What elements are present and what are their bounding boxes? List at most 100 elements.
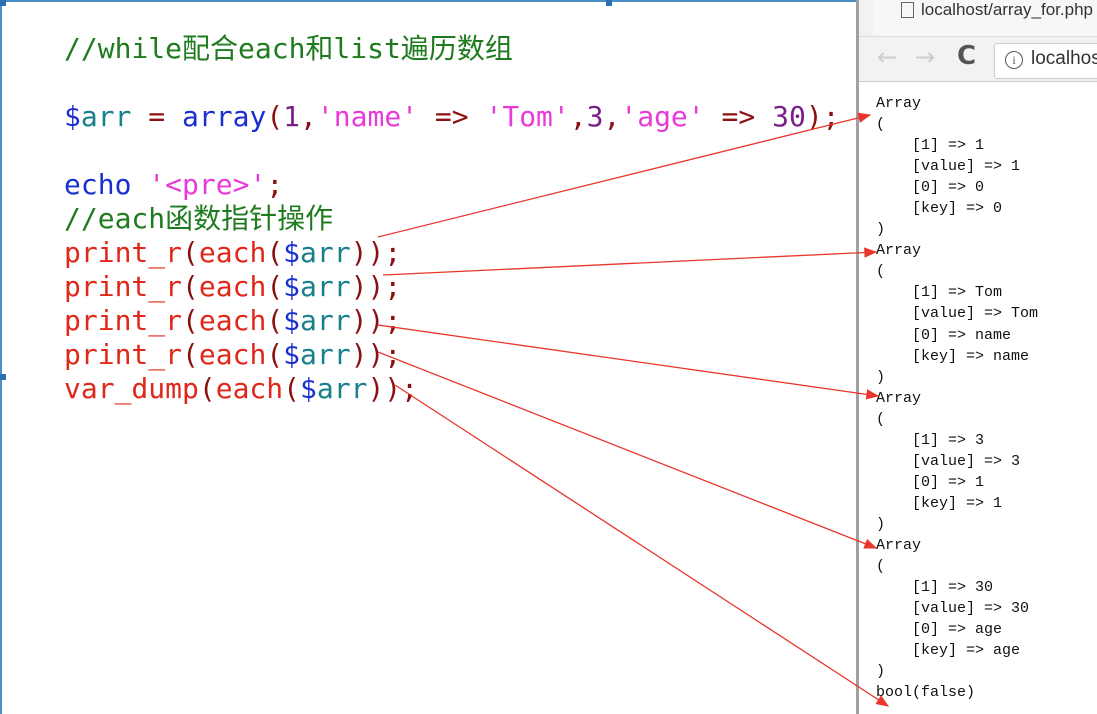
code-token: => (418, 100, 486, 133)
code-token: ( (182, 304, 199, 337)
code-token: 'age' (620, 100, 705, 133)
code-token: 30 (772, 100, 806, 133)
code-token: 'name' (316, 100, 419, 133)
code-token: each (198, 270, 267, 303)
code-line: print_r(each($arr)); (64, 304, 840, 338)
forward-icon[interactable]: → (915, 43, 936, 71)
code-line: print_r(each($arr)); (64, 236, 840, 270)
output-line: [key] => 0 (876, 200, 1003, 218)
code-token: //each函数指针操作 (64, 202, 334, 235)
code-block: //while配合each和list遍历数组$arr = array(1,'na… (64, 32, 840, 406)
output-line: [value] => 1 (876, 158, 1021, 176)
output-line: [0] => 1 (876, 473, 985, 491)
output-line: [0] => name (876, 326, 1012, 344)
code-token: , (300, 100, 317, 133)
browser-toolbar: ← → C i localhost (859, 37, 1097, 82)
code-token (131, 168, 148, 201)
code-token: each (215, 372, 284, 405)
code-token: print_r (64, 236, 183, 269)
output-line: [key] => age (876, 642, 1021, 660)
code-line: var_dump(each($arr)); (64, 372, 840, 406)
output-line: Array (876, 536, 922, 554)
code-token: array (182, 100, 267, 133)
code-token: print_r (64, 338, 183, 371)
code-token: ( (198, 372, 216, 405)
output-line: [key] => 1 (876, 494, 1003, 512)
page-output: Array( [1] => 1 [value] => 1 [0] => 0 [k… (876, 93, 1038, 703)
output-line: [0] => 0 (876, 179, 985, 197)
code-line: $arr = array(1,'name' => 'Tom',3,'age' =… (64, 100, 840, 134)
code-token: ( (266, 100, 284, 133)
output-line: ) (876, 663, 886, 681)
selection-handle[interactable] (0, 0, 6, 6)
code-token: each (198, 304, 267, 337)
output-line: ( (876, 263, 886, 281)
code-token: print_r (64, 304, 183, 337)
output-line: [1] => 30 (876, 579, 994, 597)
code-line (64, 134, 840, 168)
code-token: $ (283, 338, 301, 371)
code-token: ( (283, 372, 301, 405)
address-bar[interactable]: i localhost (994, 43, 1097, 79)
code-line (64, 66, 840, 100)
code-token: $ (283, 236, 301, 269)
code-token: $ (283, 270, 301, 303)
code-token: arr (300, 304, 351, 337)
code-line: //while配合each和list遍历数组 (64, 32, 840, 66)
output-line: Array (876, 242, 922, 260)
code-token: ( (266, 338, 284, 371)
output-line: ) (876, 368, 886, 386)
code-token: )); (350, 338, 402, 371)
code-token: )); (350, 236, 402, 269)
code-token: each (198, 236, 267, 269)
output-line: ( (876, 558, 886, 576)
code-token: arr (300, 338, 351, 371)
code-token: arr (300, 236, 351, 269)
code-line: //each函数指针操作 (64, 202, 840, 236)
reload-icon[interactable]: C (957, 41, 977, 71)
tab-bar: localhost/array_for.php (859, 0, 1097, 37)
code-token: ( (266, 304, 284, 337)
browser-window: localhost/array_for.php ← → C i localhos… (856, 0, 1097, 714)
code-token: $ (283, 304, 301, 337)
info-icon[interactable]: i (1005, 51, 1023, 69)
output-line: ) (876, 221, 886, 239)
code-token: ( (266, 236, 284, 269)
page-icon (901, 2, 914, 18)
code-line: echo '<pre>'; (64, 168, 840, 202)
selection-handle[interactable] (0, 374, 6, 380)
code-token: arr (316, 372, 368, 405)
code-token: 1 (283, 100, 301, 133)
code-token: = (131, 100, 183, 133)
code-token: ( (266, 270, 284, 303)
code-editor[interactable]: //while配合each和list遍历数组$arr = array(1,'na… (0, 0, 856, 714)
code-token: ( (182, 236, 199, 269)
code-token: $ (300, 372, 317, 405)
back-icon[interactable]: ← (877, 43, 898, 71)
output-line: [value] => 30 (876, 600, 1030, 618)
code-token: echo (64, 168, 132, 201)
code-token: var_dump (64, 372, 199, 405)
output-line: [value] => Tom (876, 305, 1039, 323)
code-token: ( (182, 270, 199, 303)
code-token: 'Tom' (485, 100, 570, 133)
tab-title: localhost/array_for.php (921, 0, 1093, 19)
url-text[interactable]: localhost (1031, 48, 1097, 69)
output-line: ( (876, 410, 886, 428)
code-token: )); (367, 372, 419, 405)
code-token: '<pre>' (148, 168, 267, 201)
output-line: Array (876, 389, 922, 407)
output-line: [value] => 3 (876, 452, 1021, 470)
code-token: , (569, 100, 587, 133)
output-line: ) (876, 515, 886, 533)
output-line: [1] => Tom (876, 284, 1003, 302)
code-token: arr (80, 100, 132, 133)
output-line: bool(false) (876, 684, 976, 702)
code-token: )); (350, 270, 402, 303)
browser-tab[interactable]: localhost/array_for.php (873, 0, 1097, 36)
code-token: each (198, 338, 267, 371)
code-token: print_r (64, 270, 183, 303)
code-token: $ (64, 100, 81, 133)
code-token: => (704, 100, 773, 133)
selection-handle[interactable] (606, 0, 612, 6)
